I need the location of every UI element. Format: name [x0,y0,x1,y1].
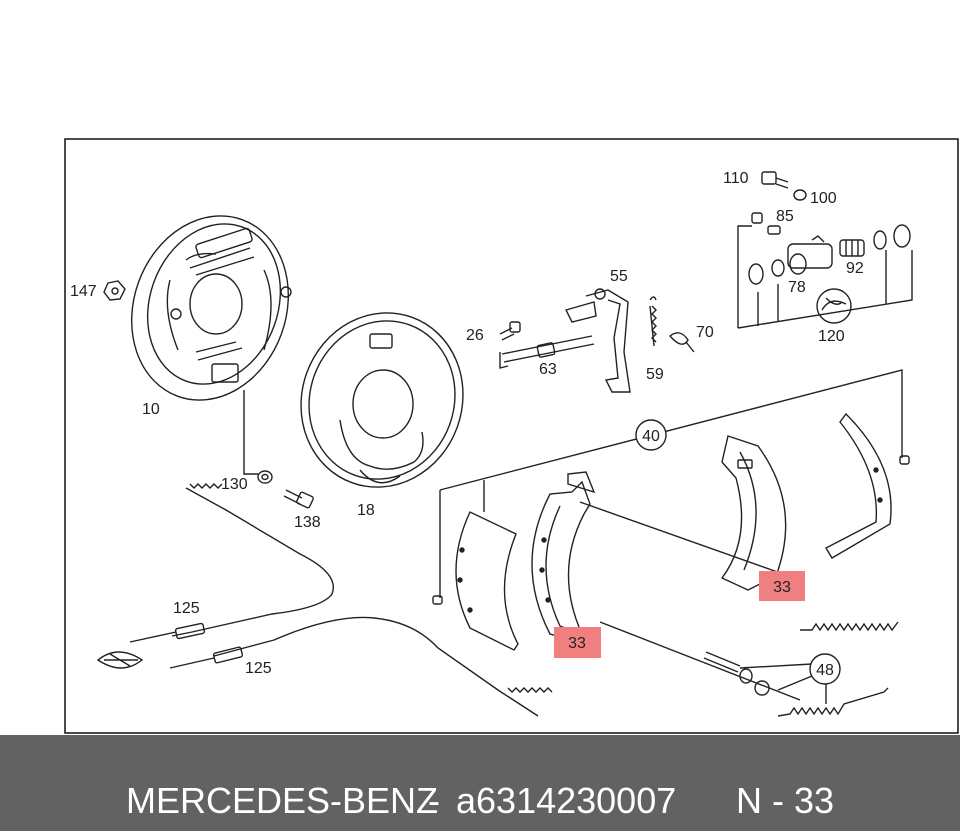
callout-33-right: 33 [773,579,791,596]
callout-40: 40 [642,428,660,445]
callout-125-upper: 125 [173,600,200,617]
shoe-kit-line [579,501,801,701]
washer-130-icon [257,470,273,484]
separator: - [428,780,440,821]
kit-40-circle [635,419,667,451]
highlight-33-left [554,627,601,658]
callout-85: 85 [776,208,794,225]
callout-70: 70 [696,324,714,341]
parts-diagram: 110 100 85 92 78 120 147 10 55 26 70 63 … [64,138,959,734]
boot-icon [893,224,911,248]
callout-138: 138 [294,514,321,531]
spring-59-icon [649,296,657,347]
leader-130 [243,390,258,475]
part-number: a6314230007 [456,780,677,821]
callout-130: 130 [221,476,248,493]
return-spring-top [800,621,899,632]
adjuster-63-icon [499,335,595,369]
nipple-85-icon [751,212,781,235]
rivet-icon [432,455,910,605]
footer-bar: MERCEDES-BENZ - a6314230007 N - 33 [0,735,960,831]
piston-icon [748,263,764,285]
brake-backing-plate-assembly [130,215,292,401]
kit-bracket-top [737,225,913,329]
position-number: N - 33 [736,780,835,821]
bleed-screw-110-icon [761,171,789,189]
diagram-frame [64,138,959,734]
brake-lining-left [455,511,519,651]
spring-92-icon [839,239,865,257]
callout-59: 59 [646,366,664,383]
brake-lining-right [825,412,892,559]
brake-shoe-33-front [531,471,596,646]
brake-shoe-33-rear [720,435,787,591]
callout-26: 26 [466,327,484,344]
leader-kit [757,250,887,326]
seal-icon [873,230,887,250]
callout-48: 48 [816,662,834,679]
lever-55-icon [564,288,631,393]
wrench-120-icon [816,288,852,324]
callout-18: 18 [357,502,375,519]
kit-48-circle [809,653,841,685]
shoe-kit-bracket [439,369,903,598]
nut-147-icon [103,280,126,301]
cap-100-icon [793,189,807,201]
callout-78: 78 [788,279,806,296]
highlight-33-right [759,571,805,601]
spring-70-icon [668,332,695,353]
cable-guide-icon [96,651,144,669]
callout-147: 147 [70,283,97,300]
cup-78-icon [771,259,785,277]
dust-shield [300,312,464,488]
wheel-cylinder-icon [787,235,833,275]
callout-110: 110 [723,170,749,187]
hardware-bracket [739,663,827,704]
callout-120: 120 [818,328,845,345]
callout-92: 92 [846,260,864,277]
bolt-138-icon [283,489,314,509]
callout-63: 63 [539,361,557,378]
brand-name: MERCEDES-BENZ [126,780,439,821]
parking-brake-cable-lower [169,616,553,717]
callout-55: 55 [610,268,628,285]
pin-26-icon [499,321,521,341]
callout-125-lower: 125 [245,660,272,677]
parking-brake-cable-upper [129,483,334,643]
hold-down-pin-icon [703,651,770,696]
callout-10: 10 [142,401,160,418]
callout-100: 100 [810,190,837,207]
callout-33-left: 33 [568,635,586,652]
return-spring-bottom [777,687,889,717]
